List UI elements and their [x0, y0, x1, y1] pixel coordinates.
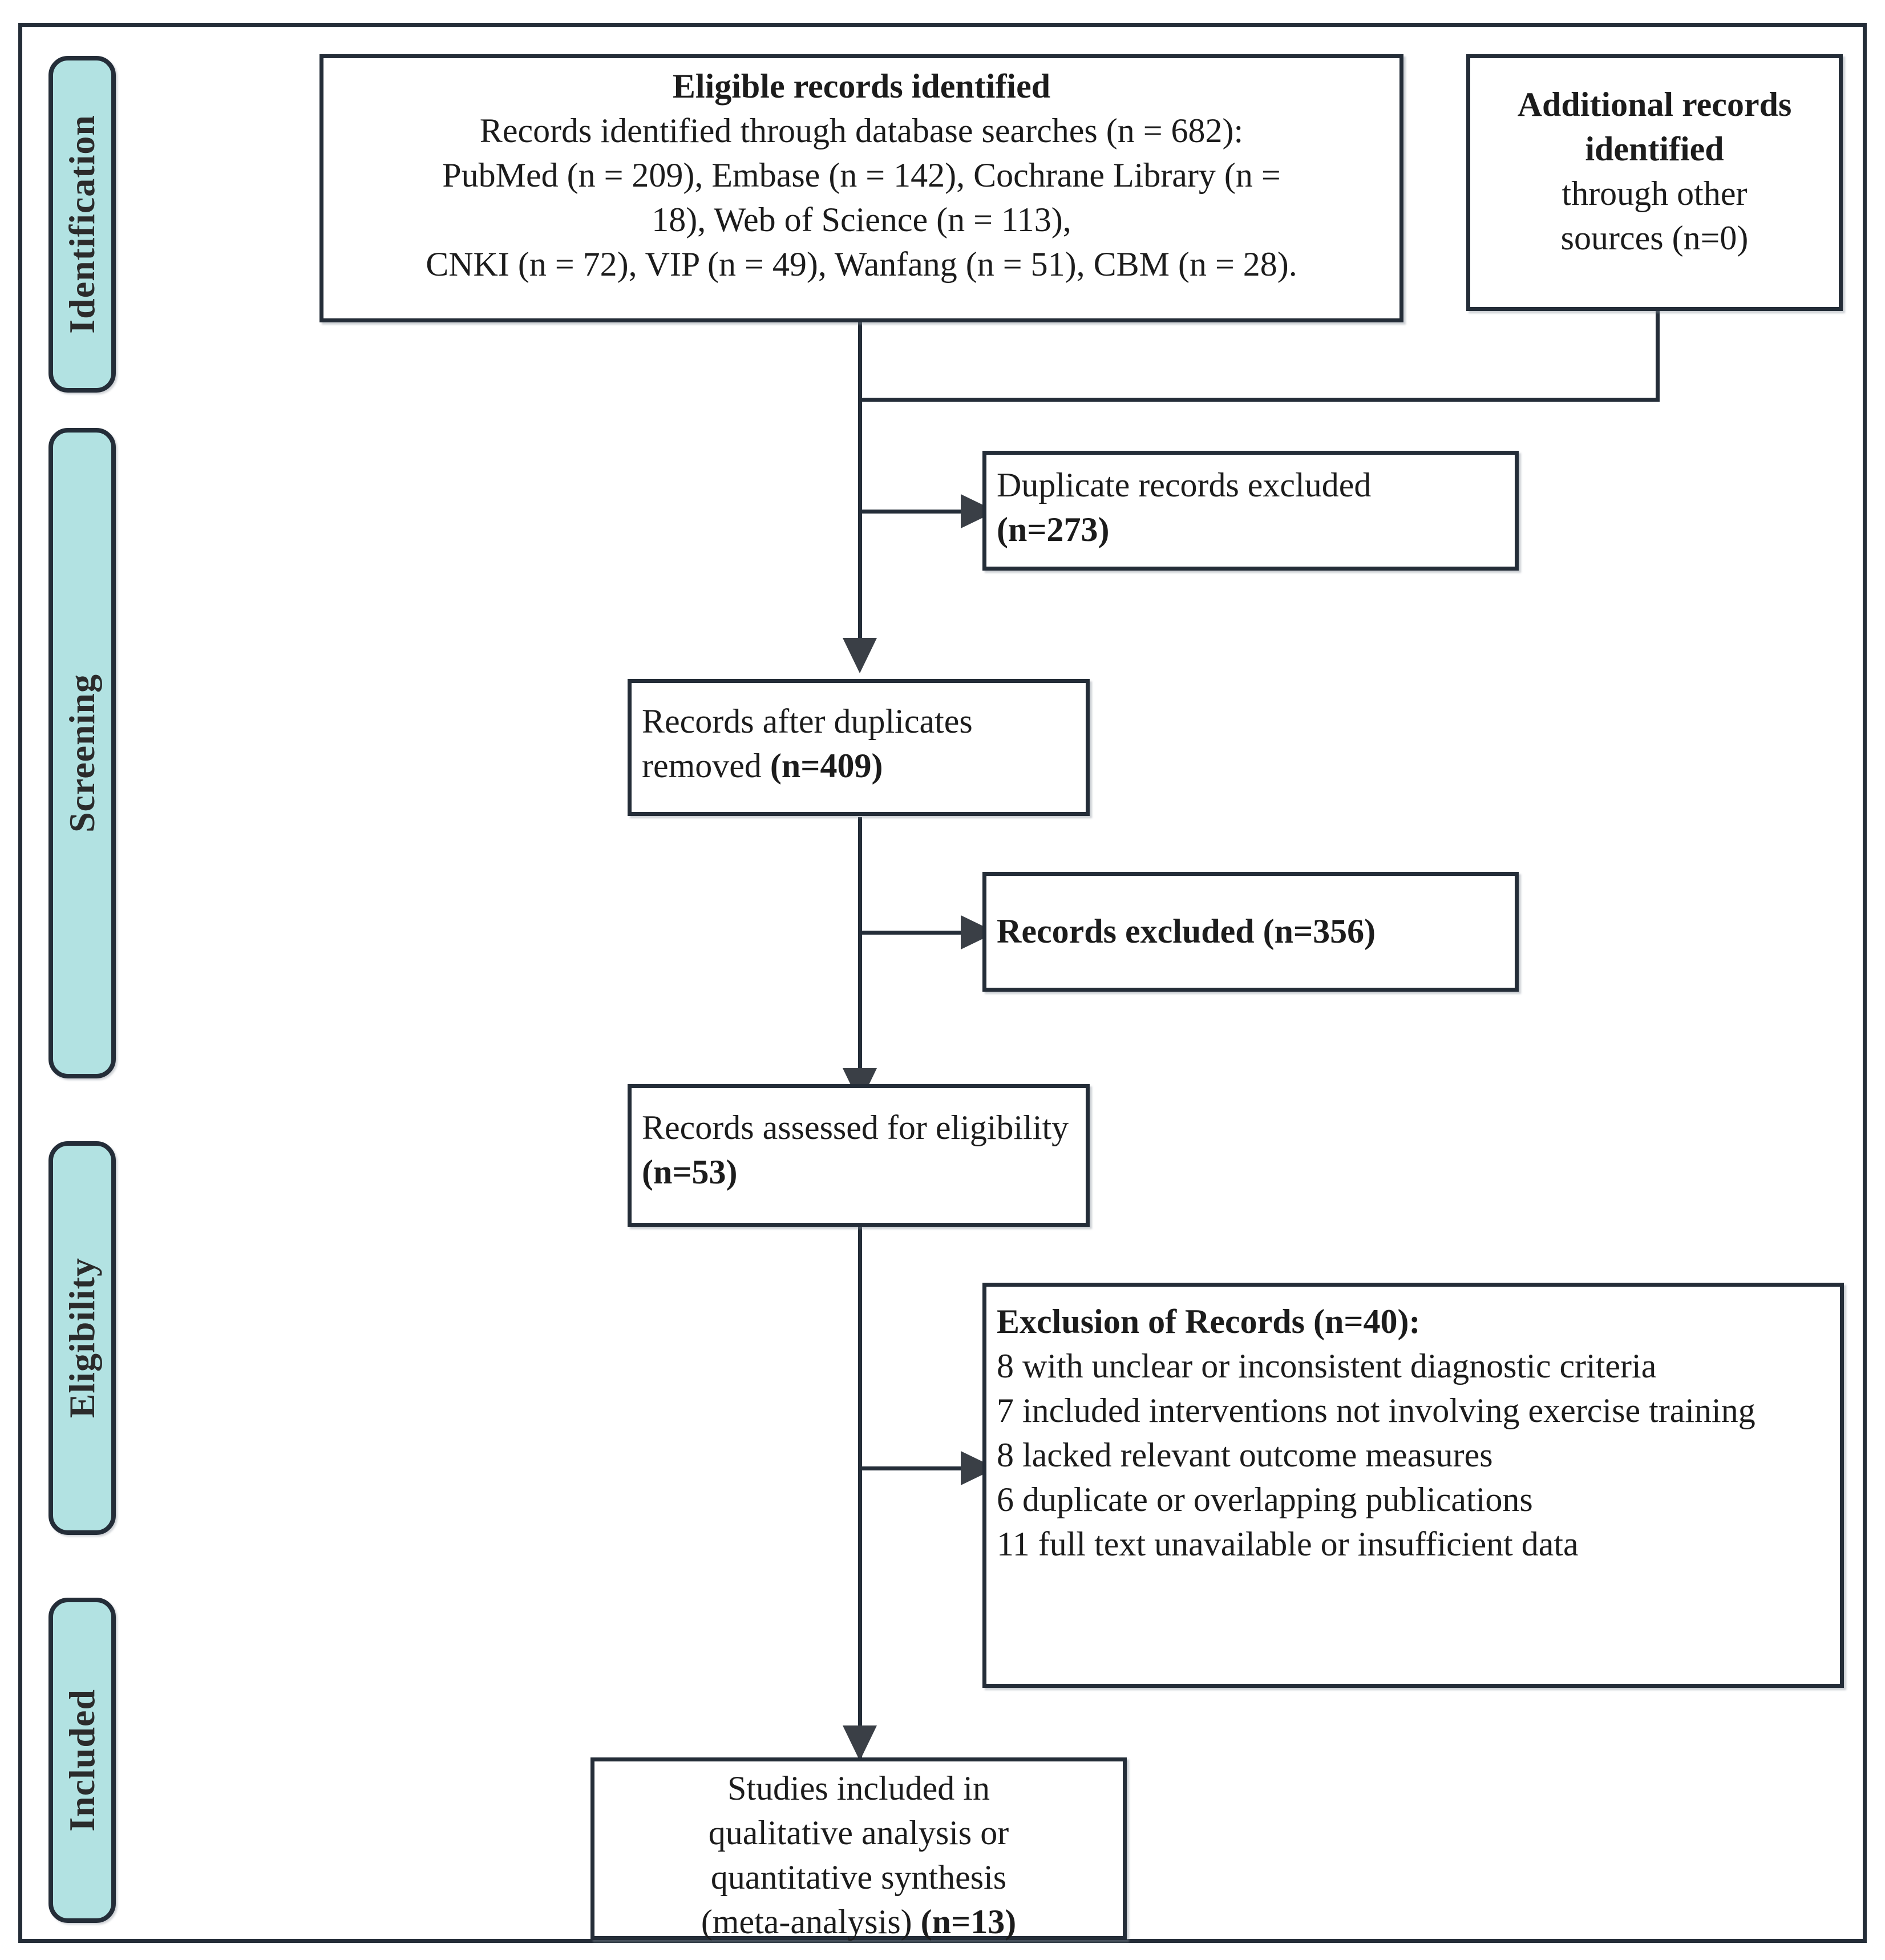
stage-label-eligibility: Eligibility	[62, 1258, 102, 1419]
exclusion-heading: Exclusion of Records (n=40):	[997, 1303, 1421, 1340]
stage-label-identification: Identification	[62, 115, 102, 334]
connector-trunk-top	[858, 315, 862, 402]
exclusion-reason-5: 11 full text unavailable or insufficient…	[997, 1525, 1579, 1563]
stage-pill-eligibility: Eligibility	[48, 1141, 116, 1535]
stage-label-screening: Screening	[62, 673, 102, 833]
eligible-records-heading: Eligible records identified	[672, 67, 1051, 105]
box-exclusion-of-records: Exclusion of Records (n=40): 8 with uncl…	[982, 1283, 1844, 1688]
eligible-records-line-2: PubMed (n = 209), Embase (n = 142), Coch…	[442, 156, 1281, 194]
additional-records-body-line-1: through other	[1562, 175, 1748, 212]
additional-records-heading-line-2: identified	[1585, 130, 1724, 168]
connector-branch-duplicates	[858, 510, 972, 514]
arrow-down-to-after-duplicates	[843, 638, 877, 673]
duplicates-excluded-count: (n=273)	[997, 511, 1110, 548]
connector-additional-drop	[1656, 308, 1660, 402]
studies-included-line-4-text: (meta-analysis)	[701, 1903, 921, 1941]
box-assessed-for-eligibility: Records assessed for eligibility (n=53)	[628, 1084, 1090, 1227]
connector-merge-horizontal	[858, 398, 1660, 402]
connector-trunk-to-assessed	[858, 817, 862, 1108]
box-additional-records: Additional records identified through ot…	[1466, 54, 1843, 311]
connector-branch-records-excluded	[858, 931, 972, 935]
arrow-down-to-included	[843, 1725, 877, 1761]
studies-included-count: (n=13)	[920, 1903, 1017, 1941]
box-eligible-records: Eligible records identified Records iden…	[319, 54, 1403, 322]
additional-records-heading-line-1: Additional records	[1517, 86, 1792, 123]
connector-trunk-to-after-duplicates	[858, 398, 862, 668]
records-excluded-text: Records excluded (n=356)	[997, 912, 1376, 950]
eligible-records-line-3: 18), Web of Science (n = 113),	[652, 201, 1071, 239]
studies-included-line-2: qualitative analysis or	[708, 1814, 1009, 1852]
after-duplicates-text: Records after duplicates removed	[642, 702, 973, 785]
studies-included-line-1: Studies included in	[727, 1769, 990, 1807]
studies-included-line-3: quantitative synthesis	[710, 1858, 1007, 1896]
after-duplicates-count: (n=409)	[770, 747, 883, 785]
exclusion-reason-2: 7 included interventions not involving e…	[997, 1392, 1755, 1429]
exclusion-reason-1: 8 with unclear or inconsistent diagnosti…	[997, 1347, 1657, 1385]
box-duplicate-records-excluded: Duplicate records excluded (n=273)	[982, 451, 1519, 571]
box-records-excluded: Records excluded (n=356)	[982, 872, 1519, 992]
stage-pill-screening: Screening	[48, 428, 116, 1078]
additional-records-body-line-2: sources (n=0)	[1560, 219, 1749, 257]
stage-pill-identification: Identification	[48, 56, 116, 393]
box-records-after-duplicates: Records after duplicates removed (n=409)	[628, 679, 1090, 816]
eligible-records-line-1: Records identified through database sear…	[479, 112, 1244, 149]
eligible-records-line-4: CNKI (n = 72), VIP (n = 49), Wanfang (n …	[426, 245, 1297, 283]
duplicates-excluded-text: Duplicate records excluded	[997, 466, 1372, 504]
exclusion-reason-3: 8 lacked relevant outcome measures	[997, 1436, 1493, 1474]
box-studies-included: Studies included in qualitative analysis…	[590, 1757, 1127, 1941]
assessed-eligibility-count: (n=53)	[642, 1153, 738, 1191]
stage-pill-included: Included	[48, 1598, 116, 1923]
assessed-eligibility-text: Records assessed for eligibility	[642, 1109, 1069, 1146]
stage-label-included: Included	[62, 1689, 102, 1832]
exclusion-reason-4: 6 duplicate or overlapping publications	[997, 1481, 1533, 1518]
connector-branch-exclusion	[858, 1466, 972, 1470]
connector-trunk-to-included	[858, 1227, 862, 1757]
